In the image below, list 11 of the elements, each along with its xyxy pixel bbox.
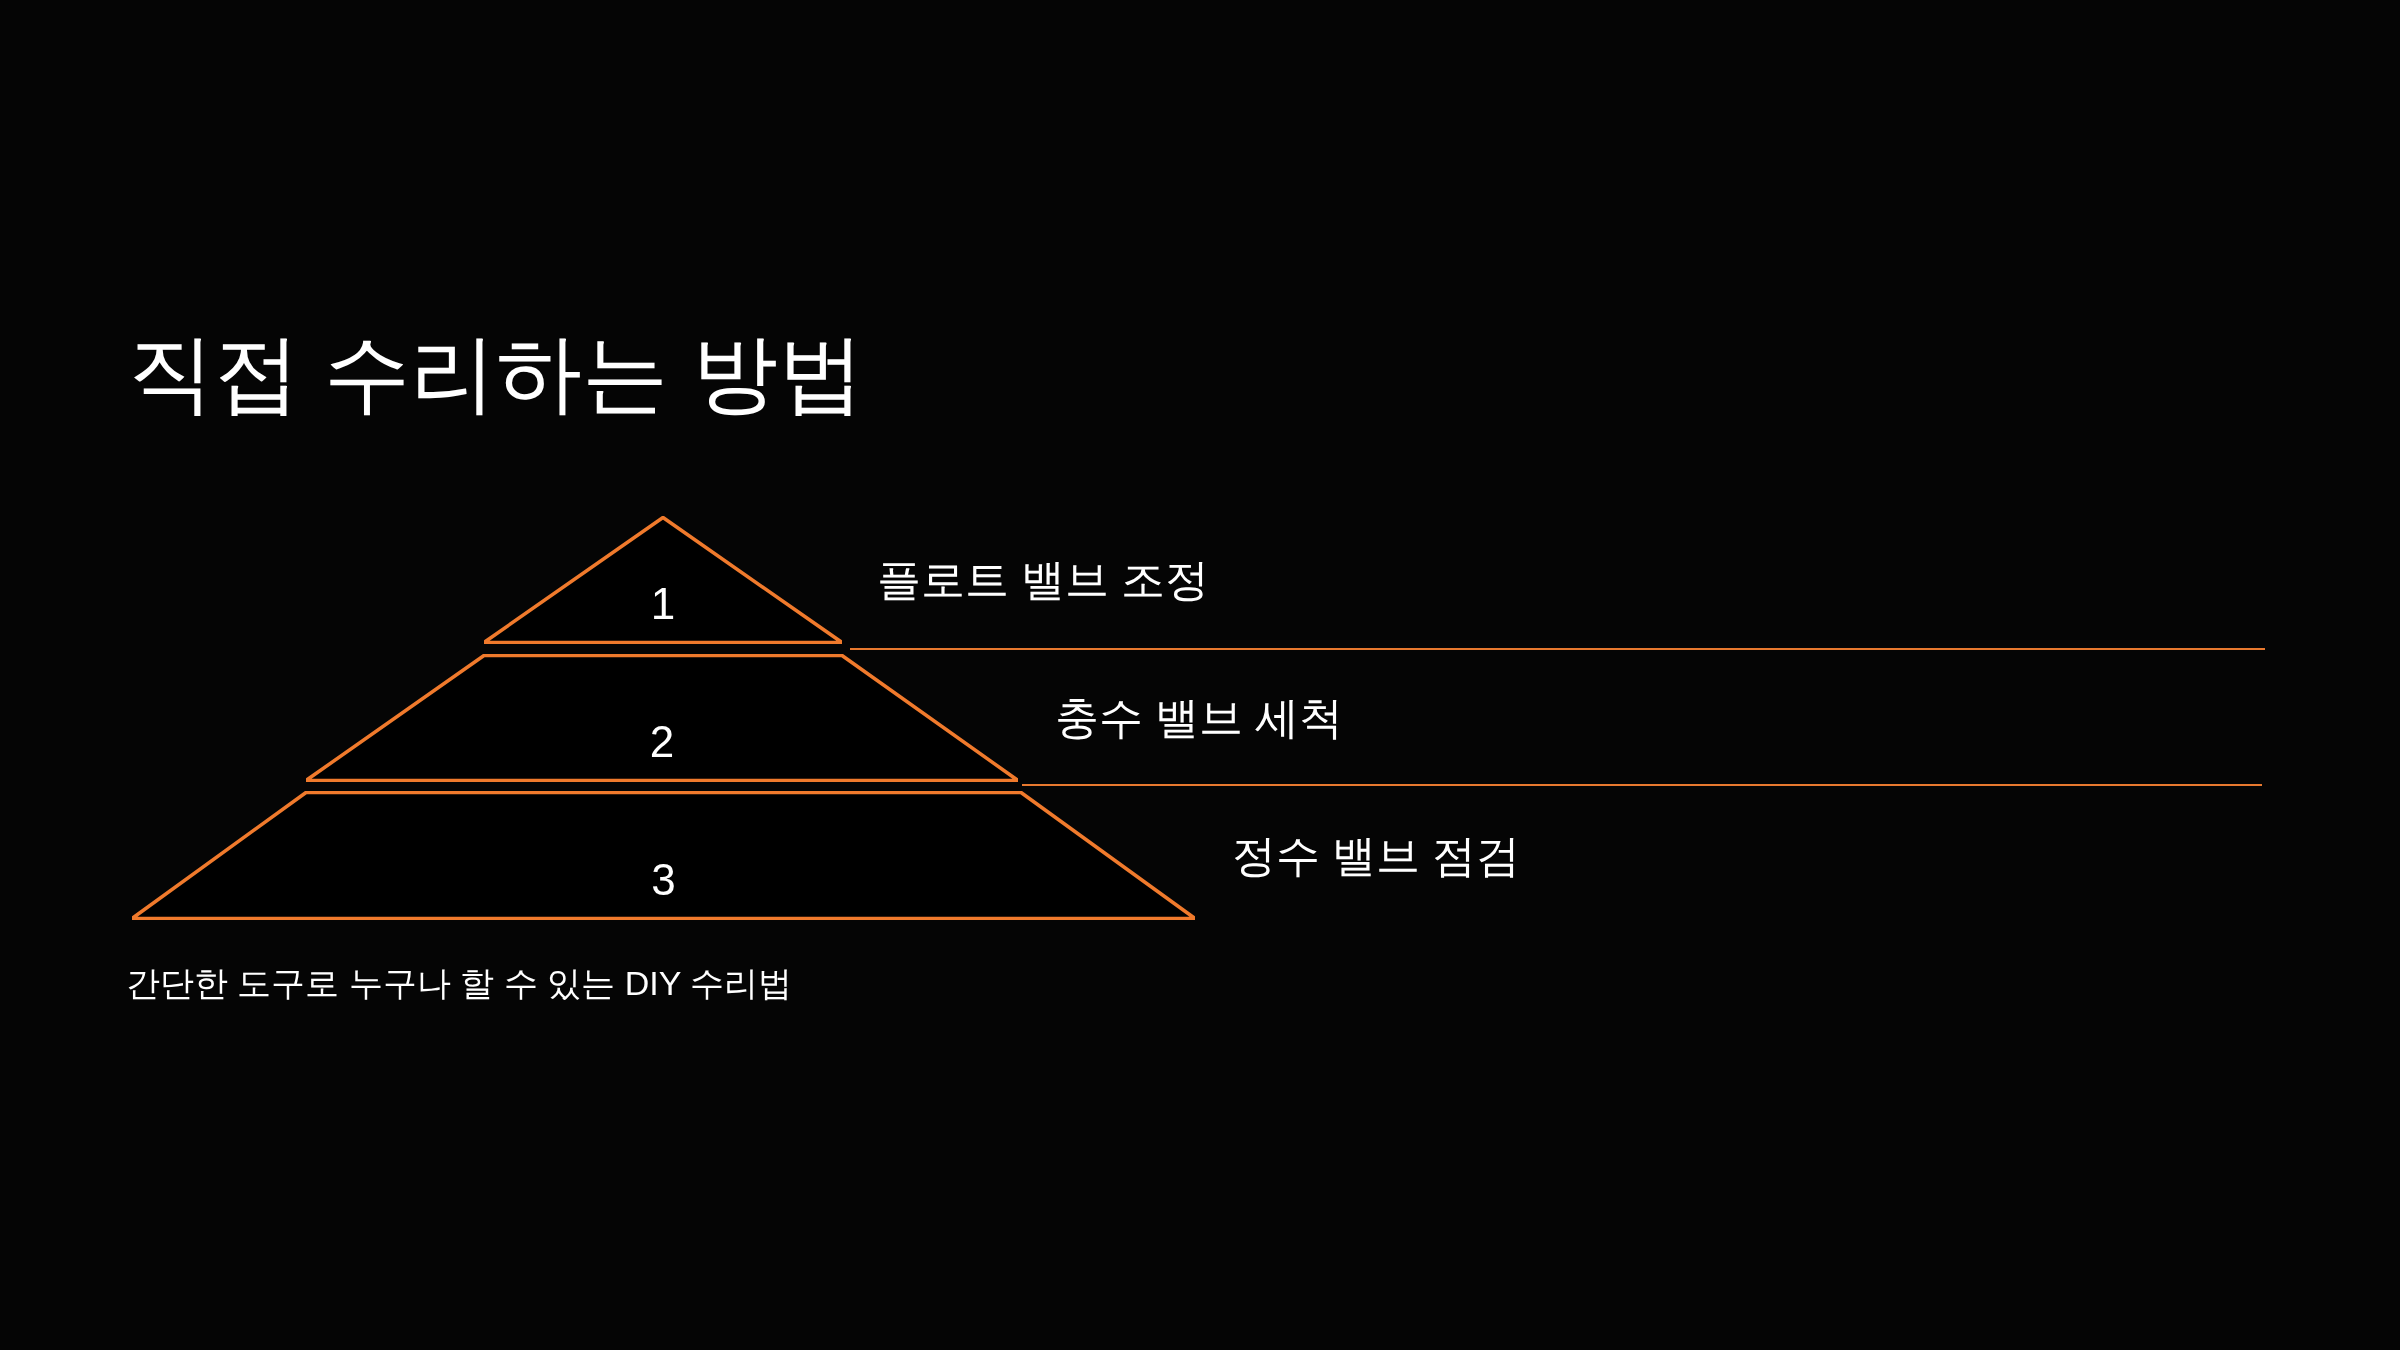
- tier-label: 플로트 밸브 조정: [877, 554, 1210, 606]
- tier-label: 정수 밸브 점검: [1232, 830, 1521, 882]
- pyramid-tier: [484, 516, 842, 644]
- tier-number: 1: [650, 582, 676, 626]
- pyramid-tier: [132, 791, 1195, 920]
- tier-number: 2: [649, 720, 675, 764]
- tier-label: 충수 밸브 세척: [1055, 692, 1344, 744]
- tier-number: 3: [651, 858, 676, 902]
- pyramid-tier: [306, 654, 1018, 782]
- slide-title: 직접 수리하는 방법: [128, 324, 864, 423]
- caption-text: 간단한 도구로 누구나 할 수 있는 DIY 수리법: [126, 963, 793, 1004]
